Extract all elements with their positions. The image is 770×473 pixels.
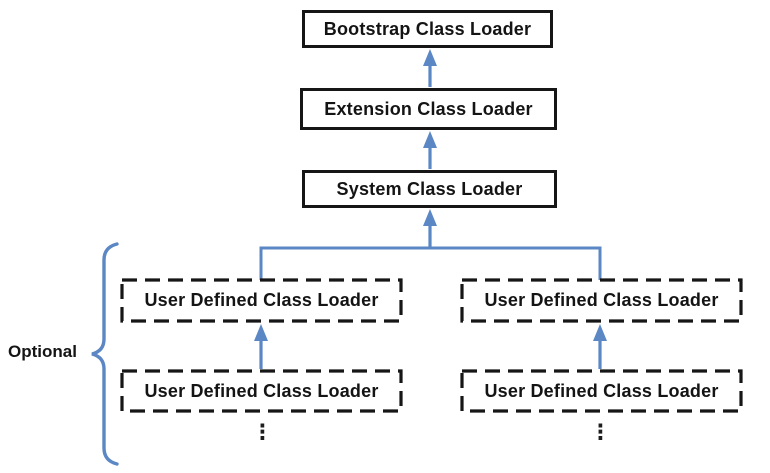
- arrow-left-udcl-icon: [254, 324, 268, 369]
- ellipsis-right: ⋮: [590, 421, 611, 444]
- user-defined-class-loader-label: User Defined Class Loader: [144, 380, 379, 401]
- dashed-border: [460, 369, 743, 413]
- user-defined-class-loader-label: User Defined Class Loader: [484, 380, 719, 401]
- ellipsis-left: ⋮: [252, 421, 273, 444]
- user-defined-class-loader-label: User Defined Class Loader: [144, 290, 379, 310]
- arrow-extension-to-bootstrap-icon: [423, 49, 437, 87]
- dashed-border: [120, 369, 403, 413]
- system-class-loader-box: System Class Loader: [302, 170, 557, 208]
- user-defined-class-loader-label: User Defined Class Loader: [484, 290, 719, 310]
- arrow-userdefined-to-system-icon: [423, 209, 437, 248]
- system-class-loader-label: System Class Loader: [336, 178, 523, 199]
- arrow-right-udcl-icon: [593, 324, 607, 369]
- optional-brace-icon: [91, 242, 119, 466]
- dashed-border: [120, 278, 403, 323]
- arrow-system-to-extension-icon: [423, 131, 437, 169]
- user-defined-class-loader-box-top-left: User Defined Class Loader: [120, 278, 403, 323]
- user-defined-class-loader-box-bottom-left: User Defined Class Loader: [120, 369, 403, 413]
- extension-class-loader-box: Extension Class Loader: [300, 88, 557, 130]
- user-defined-class-loader-box-top-right: User Defined Class Loader: [460, 278, 743, 323]
- optional-label: Optional: [8, 342, 77, 361]
- bootstrap-class-loader-box: Bootstrap Class Loader: [302, 10, 553, 48]
- extension-class-loader-label: Extension Class Loader: [324, 98, 533, 119]
- bootstrap-class-loader-label: Bootstrap Class Loader: [323, 18, 532, 39]
- dashed-border: [460, 278, 743, 323]
- tree-connector: [259, 246, 602, 280]
- user-defined-class-loader-box-bottom-right: User Defined Class Loader: [460, 369, 743, 413]
